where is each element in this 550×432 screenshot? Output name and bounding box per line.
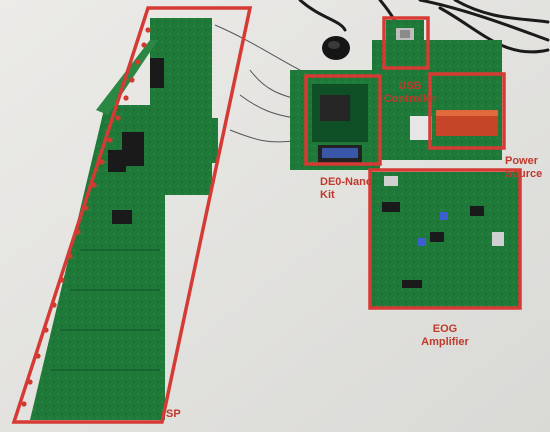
de0-nano-board [290,70,380,170]
eog-amplifier-board [370,172,520,308]
usb-label-line1: USB [398,80,422,92]
power-source-frame [428,72,506,150]
usb-label-line2: Controller [383,93,437,105]
annotation-frames [11,6,522,424]
power-label-line2: Source [505,168,543,180]
sp-label: SP [166,408,181,421]
usb-frame [382,16,430,70]
sp-frame [11,6,253,424]
connector-board [160,118,218,163]
power-source-board [410,76,502,146]
power-source-label: Power Source [505,155,542,181]
usb-controller-label: USB Controller [380,80,440,106]
eog-label-line2: Amplifier [421,336,469,348]
sp-label-text: SP [166,408,181,420]
eog-frame [368,168,522,310]
eog-amplifier-label: EOG Amplifier [405,323,485,349]
de0-nano-frame [304,74,382,166]
de0-label-line2: Kit [320,189,335,201]
de0-nano-label: DE0-Nano Kit [320,176,373,202]
de0-label-line1: DE0-Nano [320,176,373,188]
power-label-line1: Power [505,155,539,167]
eog-label-line1: EOG [432,323,458,335]
